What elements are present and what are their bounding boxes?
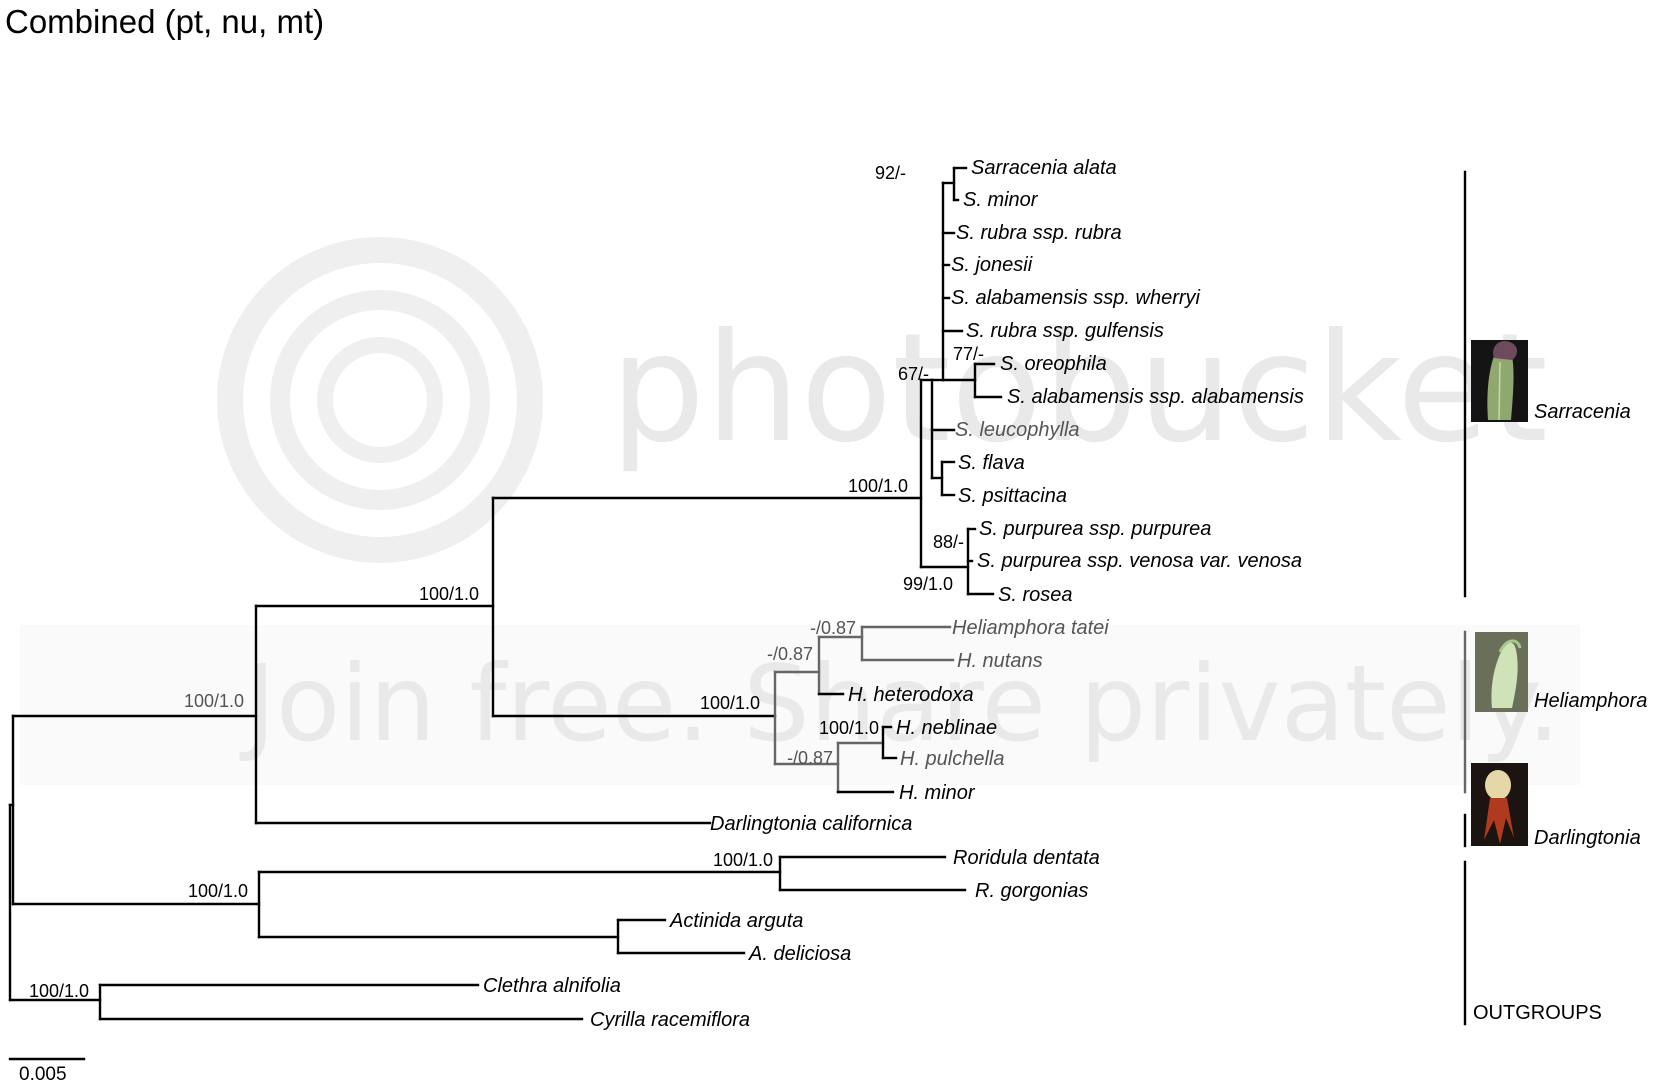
support-value: 100/1.0 (700, 693, 760, 713)
darlingtonia-photo (1471, 763, 1528, 846)
watermark-line2: Join free. Share privately. (239, 643, 1560, 765)
support-value: 99/1.0 (903, 574, 953, 594)
taxon-label: S. oreophila (1000, 353, 1107, 375)
taxon-label: S. rubra ssp. gulfensis (966, 320, 1164, 342)
support-value: 67/- (898, 364, 929, 384)
taxon-label: S. flava (958, 452, 1025, 474)
taxon-label: H. heterodoxa (848, 684, 974, 706)
taxon-label: Roridula dentata (953, 847, 1100, 869)
tree-branches (8, 166, 1003, 1021)
taxon-label: H. neblinae (896, 717, 997, 739)
taxon-label: A. deliciosa (748, 943, 851, 965)
taxon-labels: Sarracenia alata S. minor S. rubra ssp. … (483, 157, 1304, 1031)
watermark-line1: photobucket (610, 302, 1548, 476)
support-value: -/0.87 (767, 644, 813, 664)
taxon-label: Sarracenia alata (971, 157, 1117, 179)
taxon-label: S. purpurea ssp. venosa var. venosa (977, 550, 1302, 572)
taxon-label: S. jonesii (951, 254, 1033, 276)
support-value: -/0.87 (810, 618, 856, 638)
scale-bar: 0.005 (8, 1057, 86, 1080)
support-value: 92/- (875, 163, 906, 183)
taxon-label: H. minor (899, 782, 976, 804)
taxon-label: Darlingtonia californica (710, 813, 912, 835)
taxon-label: Heliamphora tatei (952, 617, 1109, 639)
support-value: 100/1.0 (819, 718, 879, 738)
figure-title: Combined (pt, nu, mt) (5, 3, 324, 40)
taxon-label: H. pulchella (900, 748, 1005, 770)
support-value: 100/1.0 (184, 691, 244, 711)
taxon-label: Cyrilla racemiflora (590, 1009, 750, 1031)
taxon-label: H. nutans (957, 650, 1043, 672)
taxon-label: S. minor (963, 189, 1039, 211)
clade-label-outgroups: OUTGROUPS (1473, 1002, 1602, 1024)
sarracenia-photo (1471, 340, 1528, 422)
support-value: -/0.87 (787, 748, 833, 768)
support-value: 100/1.0 (419, 584, 479, 604)
heliamphora-photo (1475, 632, 1528, 712)
clade-annotations: Sarracenia Heliamphora Darlingtonia OUTG… (1463, 170, 1647, 1026)
support-value: 88/- (933, 532, 964, 552)
support-values: 92/- 77/- 67/- 100/1.0 88/- 99/1.0 100/1… (29, 163, 984, 1001)
taxon-label: S. alabamensis ssp. alabamensis (1007, 386, 1304, 408)
taxon-label: Clethra alnifolia (483, 975, 621, 997)
support-value: 100/1.0 (188, 881, 248, 901)
support-value: 100/1.0 (29, 981, 89, 1001)
taxon-label: S. rosea (998, 584, 1072, 606)
taxon-label: Actinida arguta (669, 910, 803, 932)
support-value: 100/1.0 (848, 476, 908, 496)
watermark: photobucket Join free. Share privately. (20, 237, 1580, 785)
taxon-label: S. psittacina (958, 485, 1067, 507)
taxon-label: S. purpurea ssp. purpurea (979, 518, 1211, 540)
support-value: 100/1.0 (713, 850, 773, 870)
clade-label-heliamphora: Heliamphora (1534, 690, 1647, 712)
taxon-label: R. gorgonias (975, 880, 1088, 902)
taxon-label: S. leucophylla (955, 419, 1080, 441)
support-value: 77/- (953, 344, 984, 364)
taxon-label: S. alabamensis ssp. wherryi (951, 287, 1201, 309)
taxon-label: S. rubra ssp. rubra (956, 222, 1122, 244)
clade-label-sarracenia: Sarracenia (1534, 401, 1631, 423)
clade-label-darlingtonia: Darlingtonia (1534, 827, 1641, 849)
scale-label: 0.005 (19, 1064, 67, 1080)
